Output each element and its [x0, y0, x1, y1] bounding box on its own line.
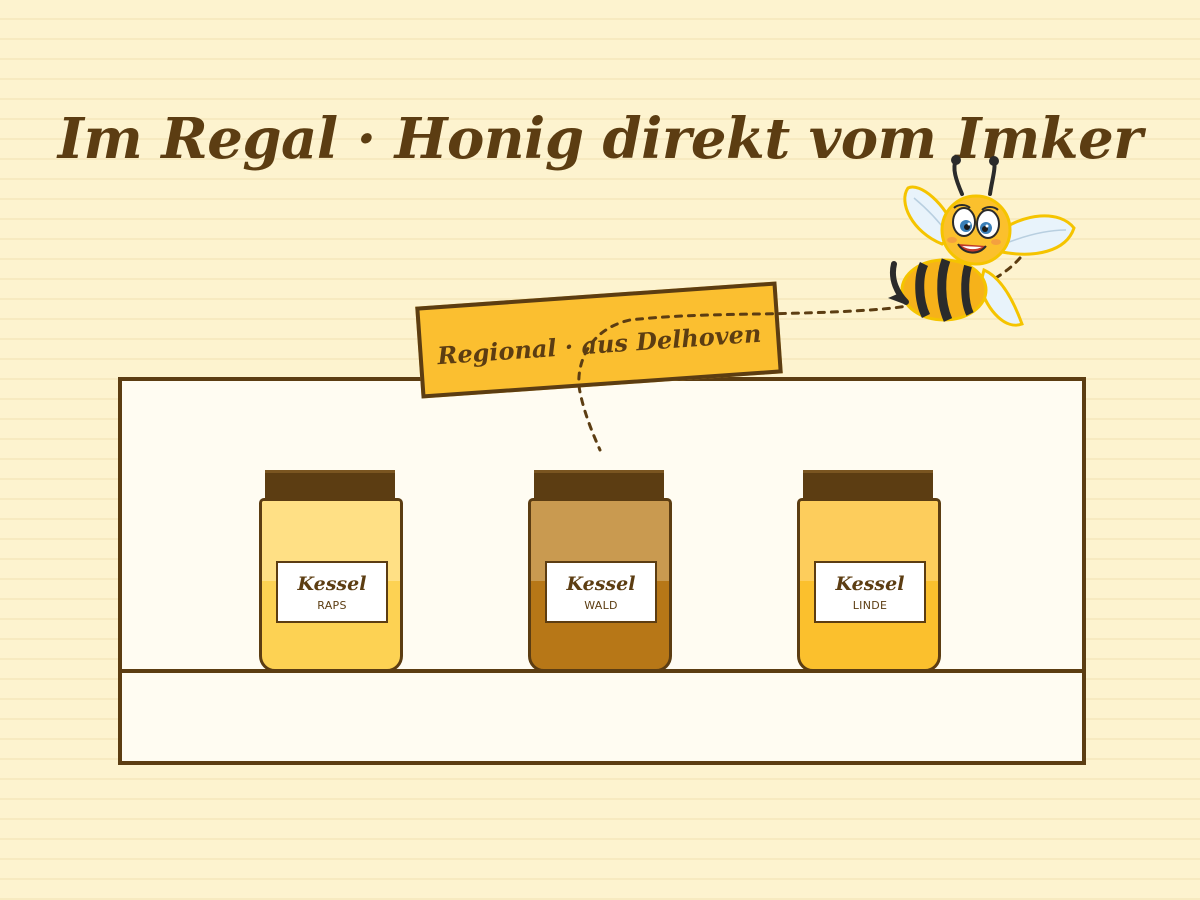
jar-label: Kessel LINDE — [814, 561, 926, 623]
honey-jar-wald[interactable]: Kessel WALD — [528, 470, 672, 672]
honey-jar-linde[interactable]: Kessel LINDE — [797, 470, 941, 672]
jar-lid — [265, 470, 395, 500]
jar-variety: WALD — [584, 599, 618, 612]
bee-icon — [888, 155, 1076, 327]
jar-label: Kessel WALD — [545, 561, 657, 623]
jar-variety: LINDE — [852, 599, 888, 612]
jar-label: Kessel RAPS — [276, 561, 388, 623]
jar-lid — [803, 470, 933, 500]
jar-brand: Kessel — [297, 573, 367, 595]
honey-jar-raps[interactable]: Kessel RAPS — [259, 470, 403, 672]
regional-tag-text: Regional · aus Delhoven — [436, 318, 763, 371]
jar-brand: Kessel — [835, 573, 905, 595]
jar-body: Kessel WALD — [528, 498, 672, 672]
jar-lid — [534, 470, 664, 500]
jar-variety: RAPS — [317, 599, 347, 612]
jar-brand: Kessel — [566, 573, 636, 595]
jar-body: Kessel RAPS — [259, 498, 403, 672]
shelf-board — [122, 669, 1082, 761]
jar-body: Kessel LINDE — [797, 498, 941, 672]
page-title: Im Regal · Honig direkt vom Imker — [57, 106, 1143, 172]
